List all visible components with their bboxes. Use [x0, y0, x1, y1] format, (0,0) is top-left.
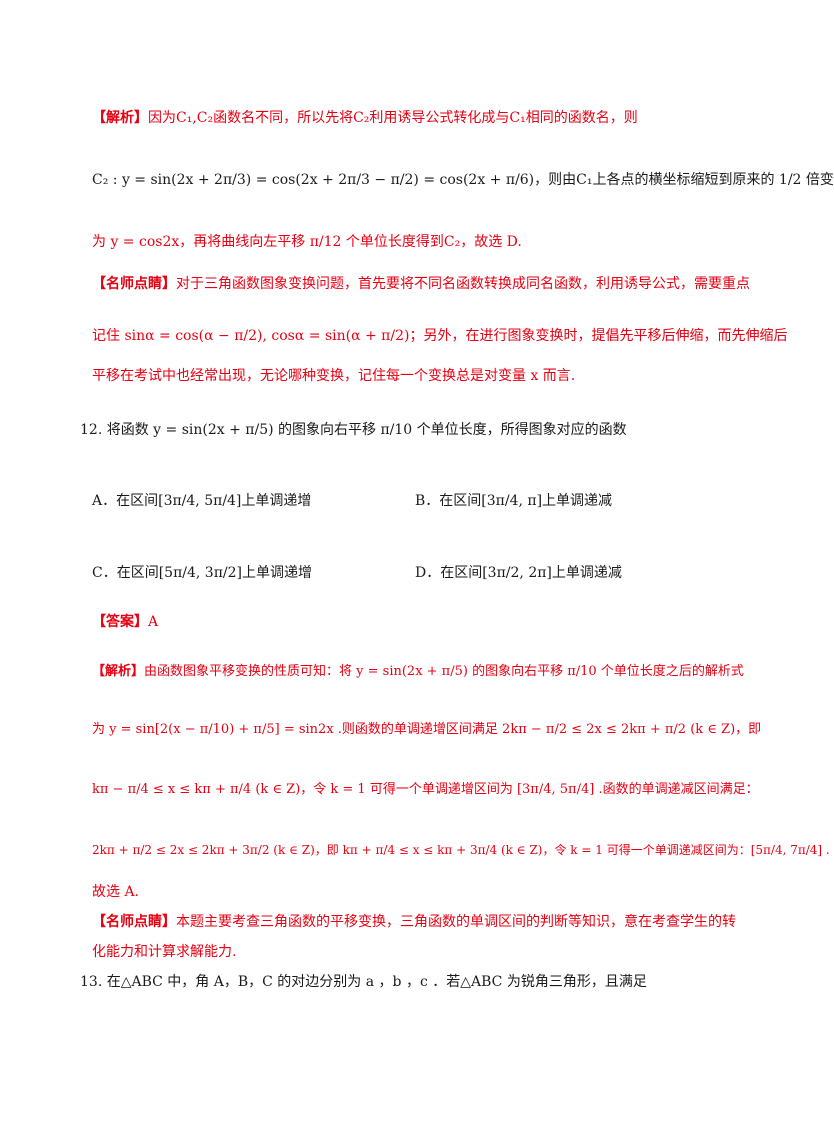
q12-option-d: D．在区间[3π/2, 2π]上单调递减 — [415, 562, 622, 582]
answer-value: A — [148, 614, 159, 630]
tip-text: 本题主要考查三角函数的平移变换，三角函数的单调区间的判断等知识，意在考查学生的转 — [176, 914, 736, 930]
question-text: 12. 将函数 y = sin(2x + π/5) 的图象向右平移 π/10 个… — [80, 422, 627, 438]
analysis-text: kπ − π/4 ≤ x ≤ kπ + π/4 (k ∈ Z)，令 k = 1 … — [92, 782, 759, 797]
q11-analysis-line-1: 【解析】因为C₁,C₂函数名不同，所以先将C₂利用诱导公式转化成与C₁相同的函数… — [92, 108, 740, 128]
q11-tip-line-1: 【名师点睛】对于三角函数图象变换问题，首先要将不同名函数转换成同名函数，利用诱导… — [92, 274, 750, 294]
analysis-text: 为 y = sin[2(x − π/10) + π/5] = sin2x .则函… — [92, 722, 762, 737]
q13-stem: 13. 在△ABC 中，角 A，B，C 的对边分别为 a ，b ，c ．若△AB… — [80, 972, 740, 992]
q11-analysis-line-2: C₂ : y = sin(2x + 2π/3) = cos(2x + 2π/3 … — [92, 170, 834, 190]
q12-analysis-line-1: 【解析】由函数图象平移变换的性质可知：将 y = sin(2x + π/5) 的… — [92, 662, 744, 682]
option-a-text: A．在区间[3π/4, 5π/4]上单调递增 — [92, 493, 312, 509]
q12-option-a: A．在区间[3π/4, 5π/4]上单调递增 — [92, 490, 311, 510]
q12-stem: 12. 将函数 y = sin(2x + π/5) 的图象向右平移 π/10 个… — [80, 420, 740, 440]
q12-analysis-line-3: kπ − π/4 ≤ x ≤ kπ + π/4 (k ∈ Z)，令 k = 1 … — [92, 780, 759, 800]
option-b-text: B．在区间[3π/4, π]上单调递减 — [415, 493, 613, 509]
analysis-text: 故选 A. — [92, 884, 140, 900]
q11-tip-line-3: 平移在考试中也经常出现，无论哪种变换，记住每一个变换总是对变量 x 而言. — [92, 366, 740, 386]
q12-analysis-line-5: 故选 A. — [92, 882, 740, 902]
analysis-text: 为 y = cos2x，再将曲线向左平移 π/12 个单位长度得到C₂，故选 D… — [92, 234, 522, 250]
document-page: 【解析】因为C₁,C₂函数名不同，所以先将C₂利用诱导公式转化成与C₁相同的函数… — [80, 108, 834, 992]
q12-answer: 【答案】A — [92, 612, 740, 632]
option-c-text: C．在区间[5π/4, 3π/2]上单调递增 — [92, 565, 313, 581]
tip-text: 化能力和计算求解能力. — [92, 944, 237, 960]
q12-option-c: C．在区间[5π/4, 3π/2]上单调递增 — [92, 562, 312, 582]
analysis-text: C₂ : y = sin(2x + 2π/3) = cos(2x + 2π/3 … — [92, 172, 834, 188]
question-text: 13. 在△ABC 中，角 A，B，C 的对边分别为 a ，b ，c ．若△AB… — [80, 974, 647, 990]
q12-analysis-line-2: 为 y = sin[2(x − π/10) + π/5] = sin2x .则函… — [92, 720, 761, 740]
analysis-text: 由函数图象平移变换的性质可知：将 y = sin(2x + π/5) 的图象向右… — [144, 664, 744, 679]
q12-tip-line-2: 化能力和计算求解能力. — [92, 942, 740, 962]
q11-analysis-line-3: 为 y = cos2x，再将曲线向左平移 π/12 个单位长度得到C₂，故选 D… — [92, 232, 740, 252]
q12-analysis-line-4: 2kπ + π/2 ≤ 2x ≤ 2kπ + 3π/2 (k ∈ Z)，即 kπ… — [92, 840, 830, 860]
analysis-text: 因为C₁,C₂函数名不同，所以先将C₂利用诱导公式转化成与C₁相同的函数名，则 — [148, 110, 638, 126]
analysis-tag: 【解析】 — [92, 664, 145, 679]
answer-tag: 【答案】 — [92, 614, 148, 630]
tip-text: 对于三角函数图象变换问题，首先要将不同名函数转换成同名函数，利用诱导公式，需要重… — [176, 276, 750, 292]
tip-text: 平移在考试中也经常出现，无论哪种变换，记住每一个变换总是对变量 x 而言. — [92, 368, 576, 384]
option-d-text: D．在区间[3π/2, 2π]上单调递减 — [415, 565, 622, 581]
tip-tag: 【名师点睛】 — [92, 276, 176, 292]
tip-tag: 【名师点睛】 — [92, 914, 176, 930]
q12-tip-line-1: 【名师点睛】本题主要考查三角函数的平移变换，三角函数的单调区间的判断等知识，意在… — [92, 912, 740, 932]
q12-option-b: B．在区间[3π/4, π]上单调递减 — [415, 490, 612, 510]
tip-text: 记住 sinα = cos(α − π/2), cosα = sin(α + π… — [92, 328, 788, 344]
analysis-tag: 【解析】 — [92, 110, 148, 126]
analysis-text: 2kπ + π/2 ≤ 2x ≤ 2kπ + 3π/2 (k ∈ Z)，即 kπ… — [92, 843, 830, 857]
q11-tip-line-2: 记住 sinα = cos(α − π/2), cosα = sin(α + π… — [92, 326, 787, 346]
